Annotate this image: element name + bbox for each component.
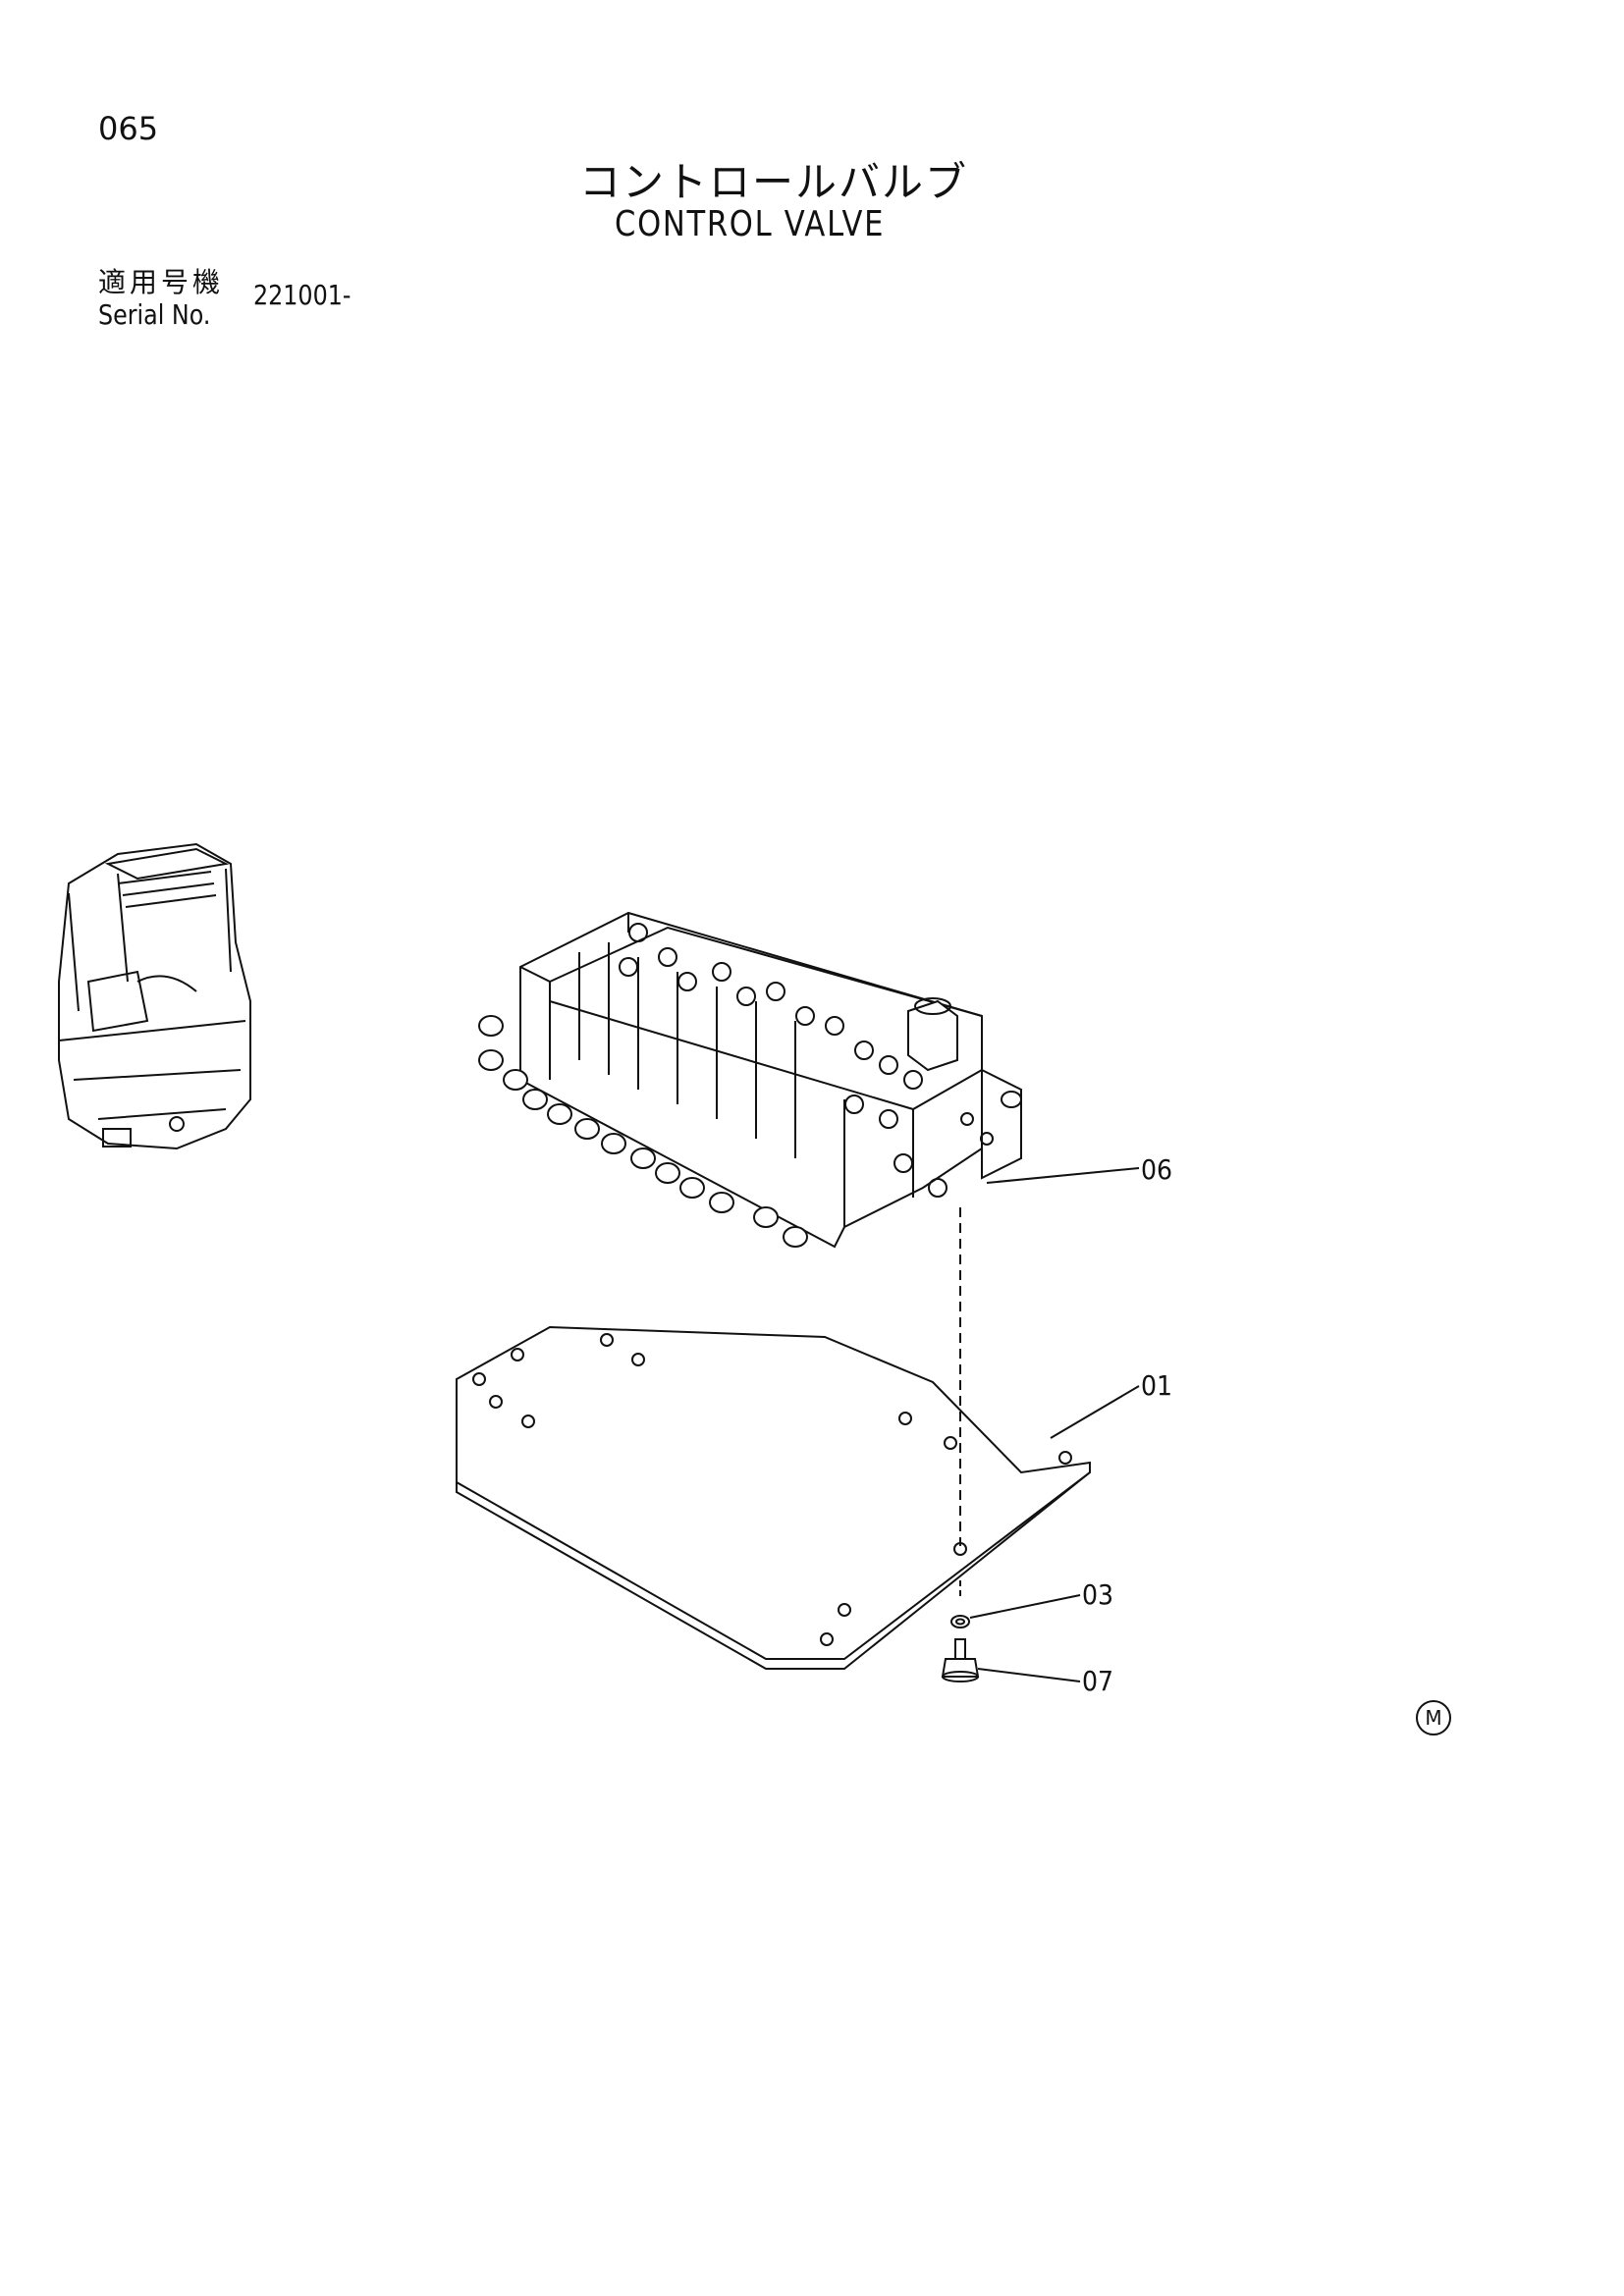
callout-01: 01 xyxy=(1141,1369,1173,1402)
washer-icon xyxy=(950,1615,970,1629)
page-title-jp: コントロールバルブ xyxy=(579,158,969,206)
bolt-icon xyxy=(941,1638,980,1682)
mounting-plate-illustration xyxy=(456,1325,1091,1670)
excavator-cab-icon xyxy=(58,842,251,1150)
callout-06: 06 xyxy=(1141,1153,1173,1186)
control-valve-illustration xyxy=(478,911,1022,1249)
serial-label-en: Serial No. xyxy=(98,298,211,331)
callout-07: 07 xyxy=(1082,1665,1114,1697)
page-number: 065 xyxy=(98,110,159,147)
serial-value: 221001- xyxy=(253,279,352,311)
callout-03: 03 xyxy=(1082,1578,1114,1611)
m-mark-icon: M xyxy=(1416,1700,1451,1735)
serial-label-jp: 適用号機 xyxy=(98,266,225,298)
page-title-en: CONTROL VALVE xyxy=(615,204,886,244)
